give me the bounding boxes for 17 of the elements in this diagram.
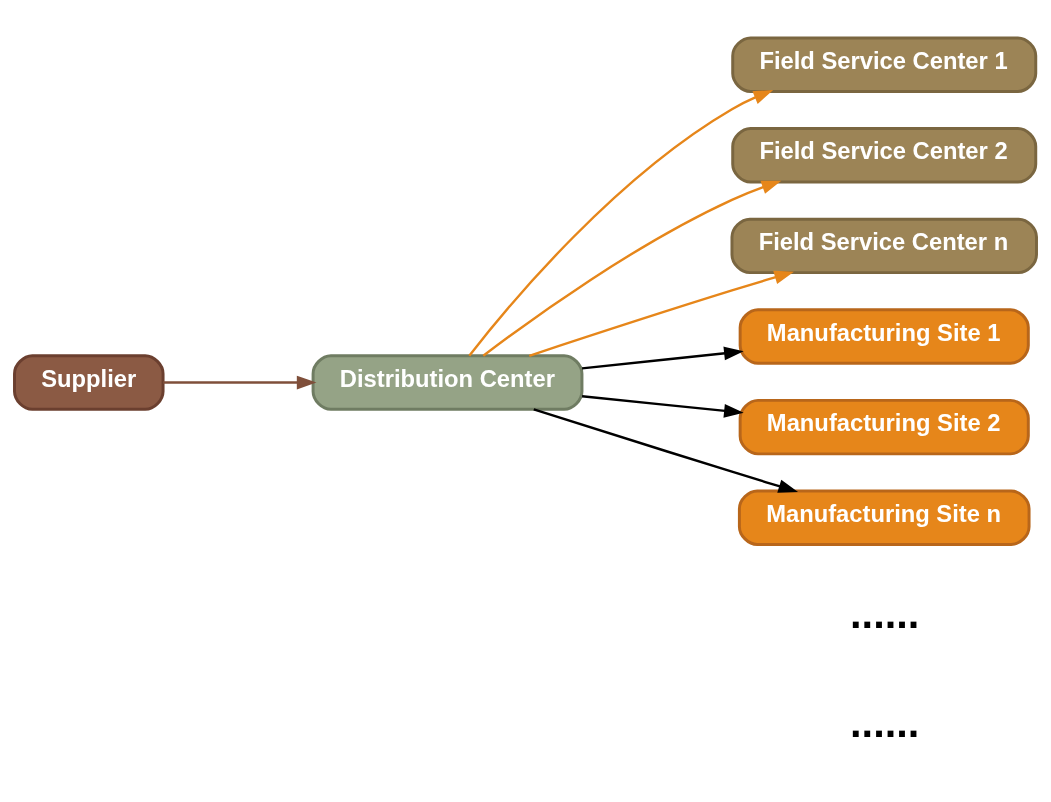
arrow bbox=[533, 407, 799, 493]
label: ...... bbox=[850, 589, 920, 637]
arrow bbox=[581, 346, 744, 370]
node-box: Distribution Center bbox=[311, 353, 584, 411]
arrow bbox=[482, 180, 782, 357]
arrow bbox=[163, 375, 317, 389]
node-box: Field Service Center 2 bbox=[731, 126, 1038, 183]
arrow bbox=[528, 270, 794, 357]
node-box: Manufacturing Site 2 bbox=[738, 398, 1030, 455]
node-box: Manufacturing Site 1 bbox=[738, 307, 1030, 365]
node-box: Supplier bbox=[13, 353, 165, 411]
node-box: Field Service Center n bbox=[730, 217, 1038, 274]
node-box: Manufacturing Site n bbox=[737, 489, 1031, 546]
arrow bbox=[581, 394, 744, 418]
label: ...... bbox=[850, 698, 920, 746]
arrow bbox=[468, 89, 774, 356]
node-box: Field Service Center 1 bbox=[731, 35, 1038, 93]
